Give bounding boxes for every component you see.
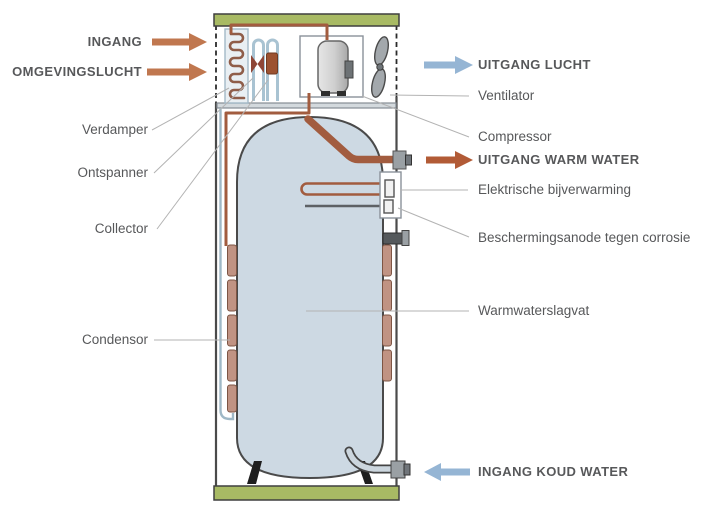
module-shelf	[216, 102, 397, 109]
label-omgevingslucht: OMGEVINGSLUCHT	[12, 64, 142, 79]
fan-icon	[371, 36, 389, 98]
warm-water-outlet-pipe	[304, 115, 400, 164]
cold-water-inlet-pipe	[344, 446, 411, 479]
label-ingang-koud-water: INGANG KOUD WATER	[478, 464, 629, 479]
refrigerant-tubes	[252, 38, 279, 101]
collector-shape	[266, 52, 278, 75]
warm-water-fitting	[392, 150, 407, 170]
ingang-koud-water-arrow	[424, 463, 470, 481]
label-verdamper: Verdamper	[81, 122, 148, 137]
heater-element	[300, 182, 383, 196]
sensor-stub	[382, 230, 410, 246]
label-compressor: Compressor	[478, 129, 552, 144]
label-condensor: Condensor	[81, 332, 148, 347]
tank-foot-left	[247, 461, 262, 484]
leader-lines	[151, 77, 470, 341]
label-elektrische-bijverwarming: Elektrische bijverwarming	[478, 182, 632, 197]
label-beschermingsanode: Beschermingsanode tegen corrosie	[478, 230, 691, 245]
compressor-shape	[299, 35, 364, 98]
omgevingslucht-arrow	[147, 63, 207, 81]
cabinet-base-cap	[213, 485, 400, 501]
tank-shape	[236, 115, 384, 480]
label-uitgang-lucht: UITGANG LUCHT	[478, 57, 591, 72]
uitgang-lucht-arrow	[424, 56, 473, 74]
ontspanner-valve	[251, 55, 264, 73]
connection-panel	[379, 171, 402, 219]
label-uitgang-warm-water: UITGANG WARM WATER	[478, 152, 640, 167]
label-warmwaterslagvat: Warmwaterslagvat	[478, 303, 590, 318]
uitgang-warm-water-arrow	[426, 151, 473, 169]
label-ingang: INGANG	[87, 34, 142, 49]
compressor-to-condensor-pipe	[224, 93, 311, 246]
warm-water-fitting-cap	[405, 154, 412, 166]
label-collector: Collector	[94, 221, 148, 236]
condensor-segments	[227, 244, 392, 413]
coil-to-compressor-pipe	[229, 23, 329, 40]
label-ontspanner: Ontspanner	[77, 165, 148, 180]
label-ventilator: Ventilator	[478, 88, 535, 103]
return-pipe	[219, 108, 235, 421]
ingang-lucht-arrow	[152, 33, 207, 51]
